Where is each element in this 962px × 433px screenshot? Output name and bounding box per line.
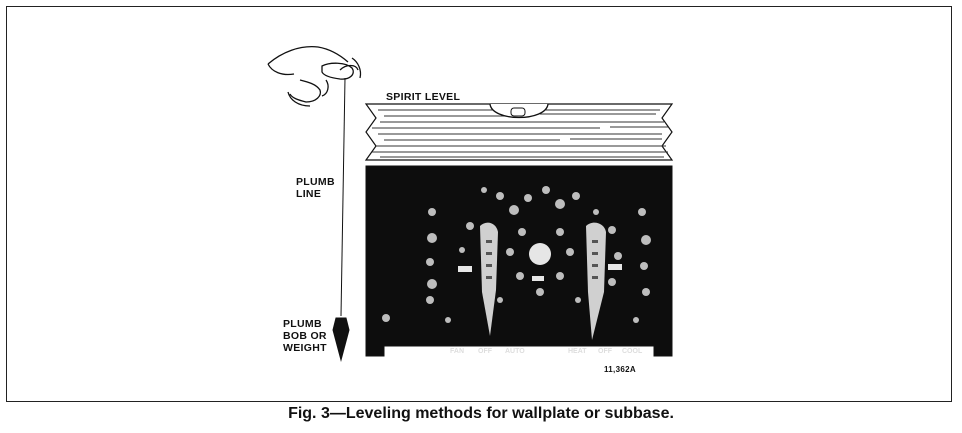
plumb-bob-label-line3: WEIGHT: [283, 342, 327, 354]
plumb-bob-label-line2: BOB OR: [283, 330, 327, 342]
spirit-level-label: SPIRIT LEVEL: [386, 91, 461, 103]
figure-frame: [6, 6, 952, 402]
hand-illustration: [267, 46, 362, 107]
plumb-bob: [332, 317, 350, 362]
switch-label-cool: COOL: [622, 348, 643, 355]
plumb-line-label-line2: LINE: [296, 188, 322, 200]
switch-label-fan: FAN: [450, 348, 464, 355]
figure-caption: Fig. 3—Leveling methods for wallplate or…: [288, 405, 674, 422]
figure-number: 11,362A: [604, 365, 636, 374]
plumb-line-label-line1: PLUMB: [296, 176, 335, 188]
plumb-bob-label-line1: PLUMB: [283, 318, 322, 330]
spirit-level: [364, 103, 674, 161]
switch-label-off-right: OFF: [598, 348, 612, 355]
subbase-panel: [365, 165, 673, 357]
switch-label-heat: HEAT: [568, 348, 587, 355]
switch-label-off-left: OFF: [478, 348, 492, 355]
switch-label-auto: AUTO: [505, 348, 525, 355]
plumb-line: [340, 77, 346, 317]
